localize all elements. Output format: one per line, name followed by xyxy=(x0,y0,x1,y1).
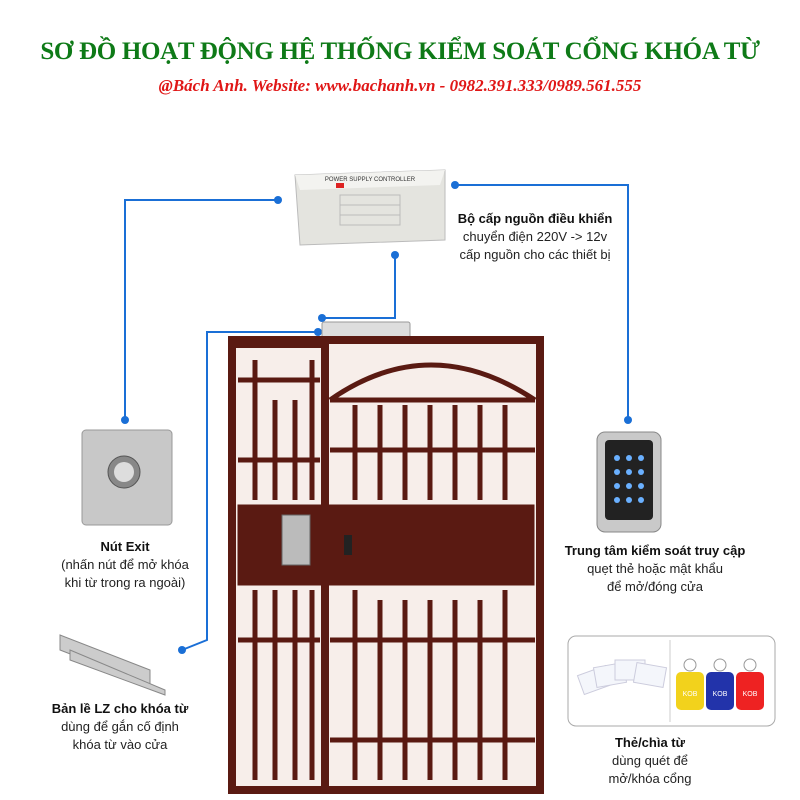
page-subtitle: @Bách Anh. Website: www.bachanh.vn - 098… xyxy=(158,76,642,95)
wires xyxy=(124,184,629,651)
cards-desc-1: dùng quét để xyxy=(612,753,688,768)
power-supply-image xyxy=(294,169,446,246)
cards-caption: Thẻ/chìa từ dùng quét để mở/khóa cổng xyxy=(570,734,730,788)
power-supply-label: POWER SUPPLY CONTROLLER xyxy=(325,177,416,183)
access-control-desc-2: để mở/đóng cửa xyxy=(606,579,703,594)
power-supply-caption: Bộ cấp nguồn điều khiển chuyển điện 220V… xyxy=(440,210,630,264)
exit-button-desc-2: khi từ trong ra ngoài) xyxy=(64,575,186,590)
bracket-desc-1: dùng để gắn cố định xyxy=(61,719,179,734)
fob-label: KOB xyxy=(743,691,758,698)
power-supply-desc-1: chuyển điện 220V -> 12v xyxy=(462,229,608,244)
exit-button-caption: Nút Exit (nhấn nút để mở khóa khi từ tro… xyxy=(30,538,220,592)
lz-bracket-image xyxy=(59,634,166,696)
fob-label: KOB xyxy=(713,691,728,698)
page-title: SƠ ĐỒ HOẠT ĐỘNG HỆ THỐNG KIỂM SOÁT CỔNG … xyxy=(40,38,760,65)
bracket-title: Bản lề LZ cho khóa từ xyxy=(51,701,189,716)
gate-image xyxy=(228,336,544,794)
exit-button-title: Nút Exit xyxy=(100,539,150,554)
wire-dots xyxy=(121,181,632,654)
access-control-caption: Trung tâm kiểm soát truy cập quẹt thẻ ho… xyxy=(545,542,765,596)
bracket-desc-2: khóa từ vào cửa xyxy=(72,737,168,752)
access-control-desc-1: quẹt thẻ hoặc mật khẩu xyxy=(587,561,723,576)
power-supply-title: Bộ cấp nguồn điều khiển xyxy=(457,211,613,226)
access-control-title: Trung tâm kiểm soát truy cập xyxy=(564,543,746,558)
fob-label: KOB xyxy=(683,691,698,698)
exit-button-image xyxy=(81,429,173,526)
power-supply-desc-2: cấp nguồn cho các thiết bị xyxy=(459,247,611,262)
bracket-caption: Bản lề LZ cho khóa từ dùng để gắn cố địn… xyxy=(20,700,220,754)
cards-desc-2: mở/khóa cổng xyxy=(608,771,692,786)
cards-title: Thẻ/chìa từ xyxy=(614,735,686,750)
exit-button-desc-1: (nhấn nút để mở khóa xyxy=(61,557,189,572)
access-control-keypad-image xyxy=(596,431,662,533)
cards-and-keyfobs-image xyxy=(567,635,776,727)
